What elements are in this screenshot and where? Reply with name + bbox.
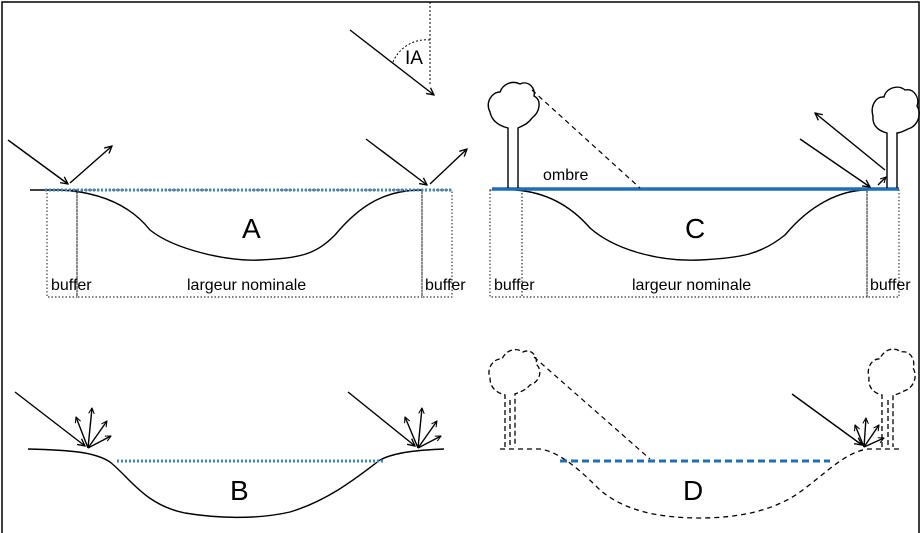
reflected-ray-arrow [877, 177, 886, 186]
incident-ray-arrow [791, 393, 862, 445]
incidence-angle-indicator: IA [349, 29, 434, 95]
channel-profile [500, 448, 900, 519]
scattered-rays-icon [855, 418, 884, 448]
panel-b: B [14, 391, 445, 519]
tree-icon [871, 86, 920, 188]
panel-letter: D [683, 475, 703, 506]
panel-d: D [488, 348, 916, 519]
scattered-rays-icon [405, 408, 441, 449]
channel-profile [514, 189, 868, 261]
tree-icon [867, 348, 916, 447]
panel-letter: A [242, 213, 261, 244]
shade-label: ombre [543, 167, 588, 184]
reflected-ray-arrow [69, 146, 112, 184]
incident-ray-arrow [14, 391, 85, 446]
panel-letter: B [230, 475, 249, 506]
incident-ray-arrow [349, 29, 434, 95]
reflected-ray-arrow [429, 149, 467, 185]
scattered-rays-icon [76, 408, 111, 449]
nominal-width-label: largeur nominale [632, 277, 751, 294]
angle-label: IA [405, 48, 423, 69]
tree-reflection-arrow [815, 113, 886, 171]
panel-letter: C [685, 213, 705, 244]
shade-ray [533, 356, 651, 460]
tree-icon [488, 348, 541, 447]
nominal-width-label: largeur nominale [187, 277, 306, 294]
angle-arc [392, 39, 431, 63]
channel-profile [30, 189, 423, 261]
buffer-label-right: buffer [870, 277, 911, 294]
panel-c: ombre C buffer largeur nominale buffer [487, 81, 920, 298]
buffer-label-right: buffer [425, 277, 466, 294]
incident-ray-arrow [799, 138, 870, 187]
shade-ray [531, 89, 641, 189]
incident-ray-arrow [347, 391, 415, 446]
channel-profile [27, 448, 445, 519]
buffer-label-left: buffer [51, 277, 92, 294]
panel-a: A buffer largeur nominale buffer [7, 138, 467, 298]
buffer-label-left: buffer [494, 277, 535, 294]
incident-ray-arrow [365, 138, 427, 185]
tree-icon [487, 81, 540, 188]
buffer-box-right [866, 189, 900, 298]
incident-ray-arrow [7, 139, 68, 184]
